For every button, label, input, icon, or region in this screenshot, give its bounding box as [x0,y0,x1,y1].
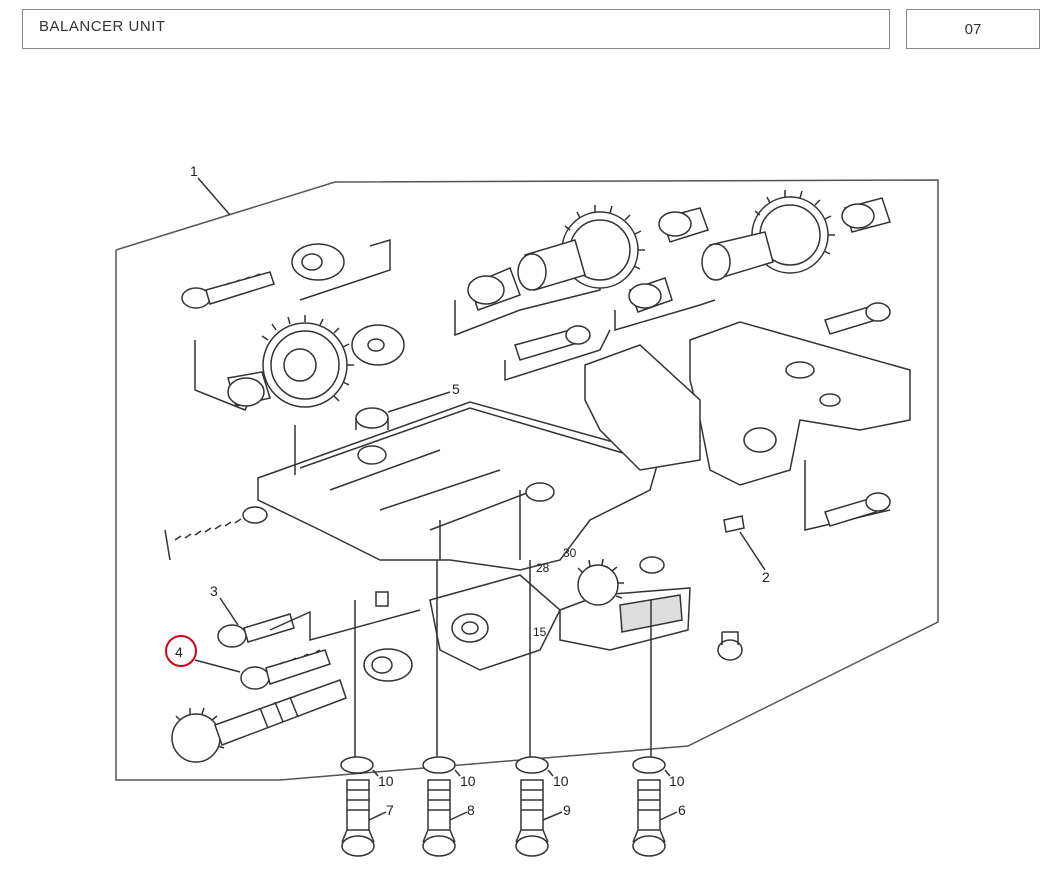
callout-15: 15 [533,625,547,639]
bracket-7 [269,609,421,641]
washer-10-a [340,756,374,774]
pump-drive-shaft [171,679,347,763]
dowel-pin-top [355,407,389,430]
washer-10-b [422,756,456,774]
bolt-6 [632,779,666,857]
callout-10-d: 10 [669,773,685,789]
bolt-3 [217,613,295,648]
bolt-center [514,325,591,361]
callout-6: 6 [678,802,686,818]
bolt-7 [341,779,375,857]
bolt-lower-right [824,492,891,527]
callout-4: 4 [175,644,183,660]
bracket-1 [299,238,391,301]
highlight-circle [165,635,197,667]
leader-5 [387,391,451,413]
gear-left [261,315,354,408]
leader-4 [194,659,241,673]
washer-10-c [515,756,549,774]
callout-9: 9 [563,802,571,818]
callout-5: 5 [452,381,460,397]
callout-10-a: 10 [378,773,394,789]
plug-bolt [717,631,743,661]
bushing-top-center [658,207,709,243]
bushing-center-left [467,267,521,311]
bolt-upper-left [181,271,275,309]
bracket-5 [614,299,716,332]
small-pin [375,591,389,607]
washer-left [351,324,405,366]
callout-7: 7 [386,802,394,818]
title-box: BALANCER UNIT [22,9,890,49]
page-number: 07 [964,21,982,38]
bushing-left [227,371,271,407]
washer-10-d [632,756,666,774]
callout-28: 28 [536,561,550,575]
washer-4 [363,648,413,682]
bolt-8 [422,779,456,857]
washer-upper-left [291,243,345,281]
bolt-9 [515,779,549,857]
gear-shaft-center [517,205,645,291]
callout-10-b: 10 [460,773,476,789]
bolt-upper-right [824,302,891,335]
bolt-guide-lines [354,560,652,760]
leader-3 [219,597,239,626]
callout-10-c: 10 [553,773,569,789]
balancer-housing [257,344,701,571]
diagram-title: BALANCER UNIT [39,18,166,35]
callout-8: 8 [467,802,475,818]
pump-gear [577,558,624,606]
pump-cap [639,556,665,574]
assembly-frame [115,179,939,781]
callout-3: 3 [210,583,218,599]
bushing-top-right [841,197,891,233]
bolt-4 [240,649,331,690]
callout-1: 1 [190,163,198,179]
sleeve-nut-2 [723,515,745,533]
balancer-bracket-right [689,321,911,486]
gear-shaft-right [701,190,835,281]
relief-spring [164,506,268,561]
callout-30: 30 [563,546,577,560]
page-number-box: 07 [906,9,1040,49]
leader-1 [197,177,231,216]
leader-2 [739,531,766,571]
bracket-4 [504,329,611,382]
bushing-center-right [628,277,673,313]
callout-2: 2 [762,569,770,585]
